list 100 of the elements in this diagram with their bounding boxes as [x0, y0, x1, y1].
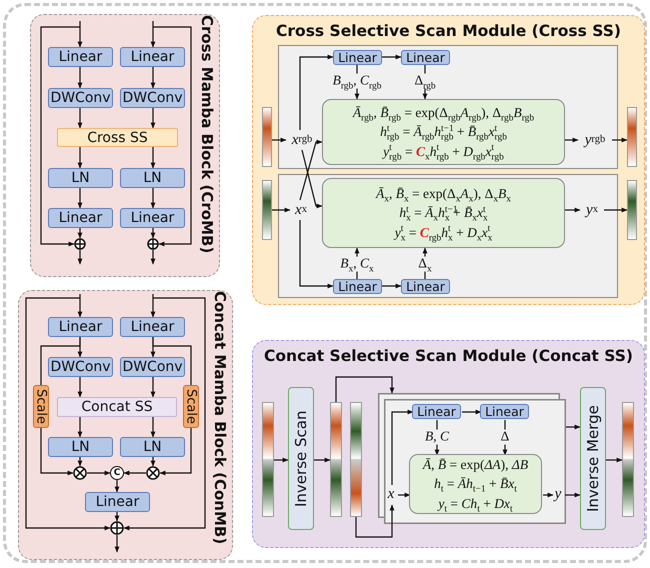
- module-panel: [30, 14, 220, 277]
- feature-bar: [262, 402, 274, 517]
- inverse-box: Inverse Scan: [288, 387, 314, 530]
- layer-box: Linear: [401, 50, 450, 65]
- arrow: [78, 108, 82, 129]
- edge-label: Δ: [500, 430, 510, 444]
- arrow: [565, 208, 581, 212]
- layer-box: DWConv: [120, 88, 185, 108]
- layer-box: Linear: [48, 208, 113, 228]
- arrow: [114, 480, 120, 493]
- arrow: [150, 67, 156, 89]
- arrow: [606, 458, 623, 462]
- add-symbol: [147, 238, 159, 250]
- arrow: [78, 250, 82, 265]
- edge-label: Δ$_{x}$: [417, 256, 433, 272]
- arrow: [159, 428, 192, 476]
- connector-line: [40, 337, 81, 385]
- arrow: [150, 21, 156, 48]
- ss-box: Concat SS: [57, 397, 177, 417]
- arrow: [612, 138, 628, 142]
- equation: h$_{t}$ = Āh$_{t−1}$ + B̄x$_{t}$: [434, 475, 517, 494]
- arrow: [299, 140, 323, 200]
- arrow: [114, 535, 120, 553]
- variable-label: y: [552, 484, 564, 504]
- add-symbol: [74, 238, 86, 250]
- equation: Ā$_{rgb}$, B̄$_{rgb}$ = exp(Δ$_{rgb}$A$_{rgb}$), Δ$_{rgb}$B$_{rgb}$: [352, 104, 534, 122]
- arrow: [78, 67, 82, 89]
- arrow: [150, 294, 156, 318]
- arrow: [272, 208, 291, 212]
- arrow: [78, 188, 82, 209]
- panel-title: Concat Selective Scan Module (Concat SS): [263, 347, 634, 365]
- arrow: [87, 470, 111, 476]
- arrow: [355, 504, 394, 538]
- layer-box: Linear: [85, 492, 150, 512]
- layer-box: LN: [48, 437, 113, 457]
- multiply-symbol: [146, 466, 160, 480]
- feature-bar: [330, 402, 342, 517]
- equation: y$_{t}$ = Ch$_{t}$ + Dx$_{t}$: [438, 494, 513, 514]
- arrow: [565, 492, 581, 498]
- arrow: [150, 228, 156, 239]
- arrow: [274, 458, 289, 462]
- layer-box: Linear: [48, 47, 113, 67]
- arrow: [150, 417, 156, 438]
- arrow: [78, 457, 82, 467]
- layer-box: DWConv: [48, 88, 113, 108]
- feature-bar: [262, 107, 272, 167]
- scale-box: Scale: [183, 385, 199, 428]
- arrow: [123, 297, 206, 530]
- layer-box: Linear: [480, 404, 529, 419]
- arrow: [114, 512, 120, 522]
- layer-box: Linear: [401, 279, 450, 294]
- arrow: [78, 147, 82, 169]
- arrow: [272, 138, 287, 142]
- arrow: [123, 470, 146, 476]
- add-symbol: [110, 521, 124, 535]
- arrow: [40, 428, 74, 476]
- layer-box: DWConv: [48, 357, 113, 377]
- ss-box: Cross SS: [57, 128, 178, 147]
- layer-box: Linear: [48, 317, 113, 337]
- arrow: [150, 250, 156, 265]
- equation-box: [322, 178, 565, 248]
- arrow: [462, 410, 482, 414]
- branch-panel: [278, 174, 618, 298]
- arrow: [382, 284, 402, 288]
- feature-bar: [622, 402, 634, 517]
- equation-box: [322, 99, 565, 165]
- edge-label: B, C: [424, 430, 450, 444]
- scale-box: Scale: [33, 385, 49, 428]
- layer-box: DWConv: [120, 357, 185, 377]
- arrow: [314, 458, 331, 462]
- arrow: [382, 54, 402, 60]
- multiply-symbol: [73, 466, 87, 480]
- arrow: [150, 377, 156, 398]
- equation-box: [409, 454, 542, 514]
- edge-label: Δ$_{rgb}$: [413, 74, 437, 88]
- arrow: [40, 26, 80, 246]
- panel-title: Concat Mamba Block (ConMB): [211, 291, 229, 546]
- connector-line: [152, 337, 192, 385]
- arrow: [78, 228, 82, 239]
- edge-label: B$_{x}$, C$_{x}$: [339, 256, 375, 272]
- arrow: [25, 297, 111, 530]
- arrow: [299, 220, 334, 288]
- arrow: [422, 65, 428, 100]
- module-panel: [252, 15, 645, 305]
- inverse-box: Inverse Merge: [580, 387, 606, 530]
- panel-title: Cross Selective Scan Module (Cross SS): [275, 22, 622, 40]
- arrow: [78, 21, 82, 48]
- layer-box: LN: [120, 437, 185, 457]
- edge-label: B$_{rgb}$, C$_{rgb}$: [332, 74, 382, 88]
- arrow: [543, 492, 554, 498]
- arrow: [78, 294, 82, 318]
- arrow: [78, 377, 82, 398]
- layer-box: Linear: [333, 50, 382, 65]
- feature-bar: [262, 180, 272, 240]
- layer-box: Linear: [120, 47, 185, 67]
- stacked-panel: [378, 393, 566, 524]
- layer-box: Linear: [412, 404, 461, 419]
- arrow: [565, 138, 579, 142]
- layer-box: LN: [48, 168, 113, 188]
- module-panel: [18, 290, 233, 560]
